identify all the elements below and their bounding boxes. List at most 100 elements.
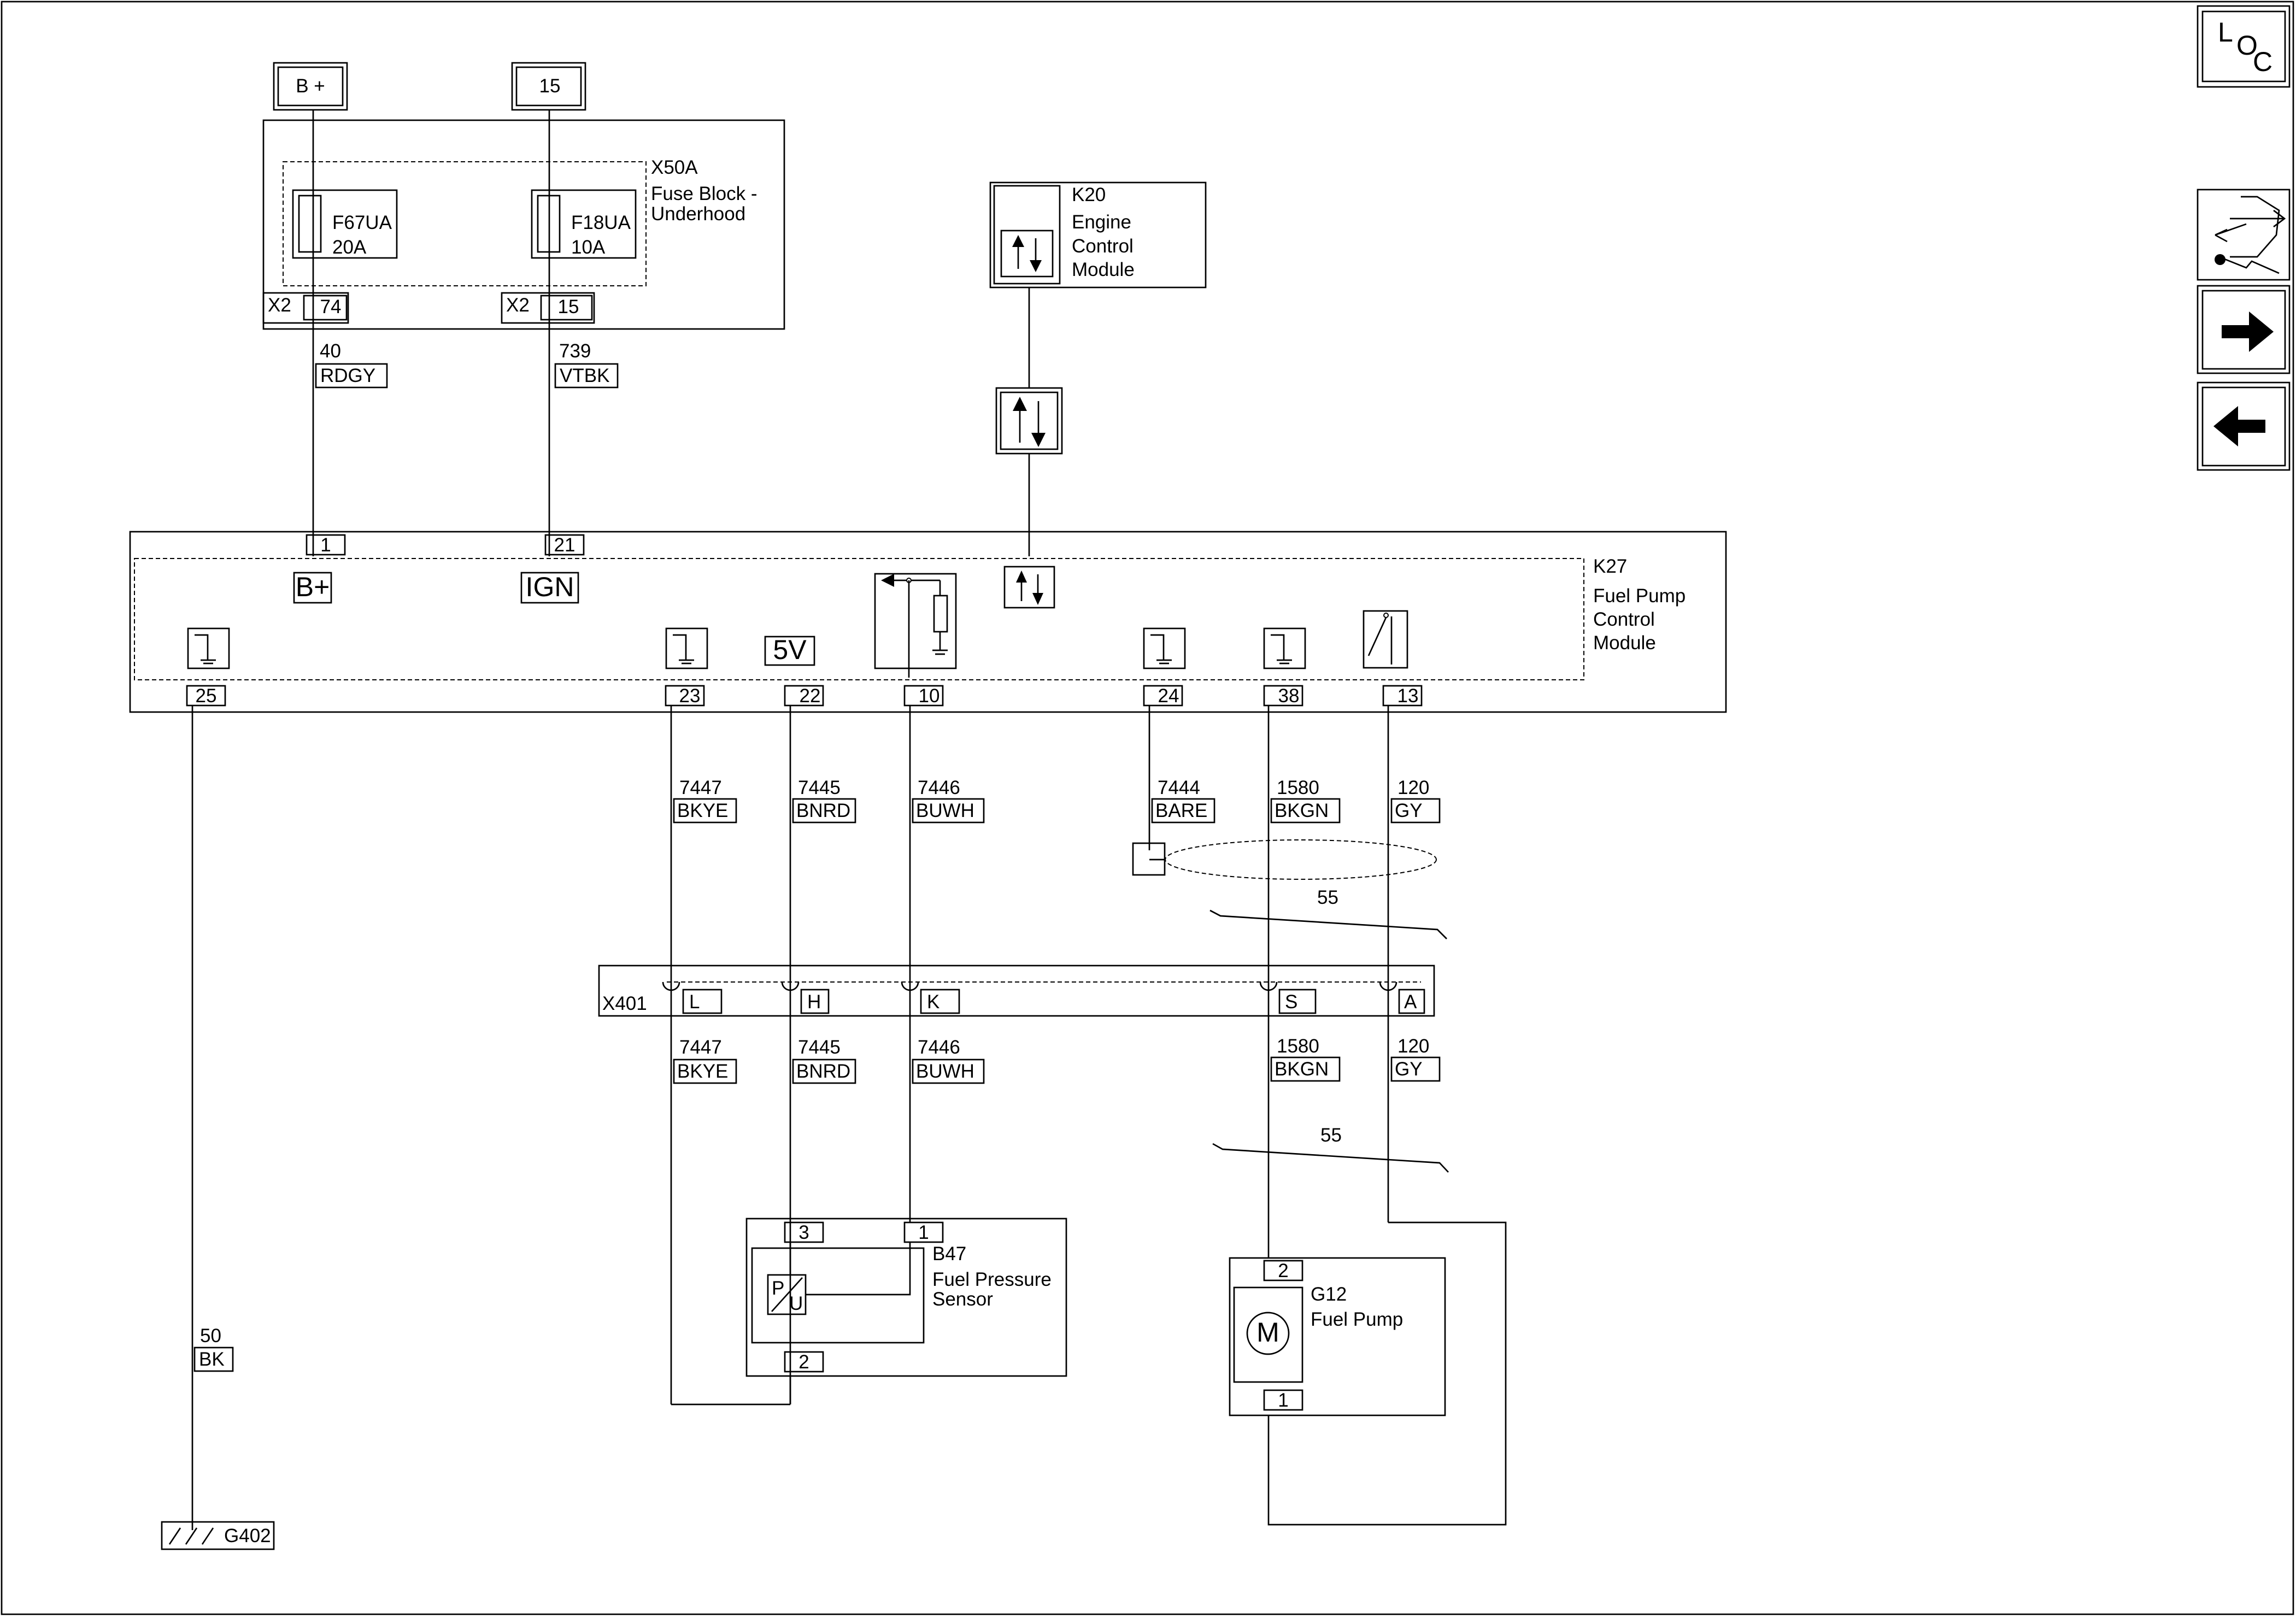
x401-pin-k: K	[927, 991, 939, 1013]
k20-line2: Control	[1072, 236, 1134, 257]
b47-pin-1: 1	[918, 1222, 929, 1243]
mid-color-bare: BARE	[1155, 800, 1207, 821]
x2-pin-74: 74	[320, 296, 342, 317]
low-circuit-1580: 1580	[1277, 1036, 1319, 1057]
connector-view-button[interactable]	[2197, 189, 2291, 281]
arrow-right-icon	[2222, 311, 2274, 352]
k27-ign-input: IGN	[526, 572, 574, 602]
g12-pin-2: 2	[1278, 1260, 1288, 1281]
x50a-name-line2: Underhood	[651, 203, 745, 225]
g12-pin-1: 1	[1278, 1390, 1288, 1411]
x401-pin-s: S	[1285, 991, 1297, 1013]
loc-letter-l: L	[2218, 17, 2233, 48]
k27-id: K27	[1593, 556, 1627, 577]
low-color-buwh: BUWH	[916, 1061, 974, 1082]
fuel-pressure-sensor-b47: 3 1 2 P U B47 Fuel Pressure Sensor	[745, 1218, 1067, 1377]
wire-40-circuit: 40	[320, 340, 341, 362]
k27-fuel-pump-switch	[1363, 610, 1408, 669]
b47-line2: Sensor	[932, 1289, 993, 1310]
k27-pin-25: 25	[196, 685, 217, 707]
b47-symbol-u: U	[789, 1293, 803, 1314]
b47-pin-2: 2	[798, 1351, 809, 1373]
wire-739-color: VTBK	[560, 365, 609, 386]
k27-pin-38: 38	[1278, 685, 1300, 707]
wire-40-rdgy: 40 RDGY	[312, 110, 388, 556]
mid-color-bkye: BKYE	[677, 800, 728, 821]
low-color-bkgn: BKGN	[1275, 1059, 1329, 1080]
wire-labels-low: 7447 BKYE 7445 BNRD 7446 BUWH 1580 BKGN …	[673, 1036, 1441, 1084]
twisted-pair-marker: 55	[1212, 1125, 1449, 1173]
b-plus-label: B +	[296, 75, 325, 97]
mid-color-gy: GY	[1395, 800, 1423, 821]
fuse-f67ua: F67UA 20A	[292, 189, 398, 259]
x401-pin-h: H	[807, 991, 821, 1013]
serial-data-line	[995, 287, 1063, 556]
previous-page-button[interactable]	[2197, 381, 2291, 471]
k27-line3: Module	[1593, 632, 1656, 654]
mid-circuit-1580: 1580	[1277, 777, 1319, 798]
wire-returns	[671, 1221, 1507, 1526]
g12-name: Fuel Pump	[1311, 1309, 1403, 1330]
low-circuit-7445: 7445	[798, 1037, 841, 1058]
g402-label: G402	[224, 1525, 271, 1547]
ground-wire-color: BK	[199, 1349, 225, 1370]
wire-40-color: RDGY	[320, 365, 375, 386]
shielded-cable: 55	[1132, 839, 1447, 939]
x401-pin-a: A	[1404, 991, 1417, 1013]
k27-pin-10: 10	[919, 685, 940, 707]
k27-pin-24: 24	[1158, 685, 1179, 707]
x401-id: X401	[602, 993, 647, 1014]
mid-circuit-7447: 7447	[679, 777, 722, 798]
fuse-f67ua-name: F67UA	[332, 212, 392, 233]
fuse-f18ua-rating: 10A	[571, 237, 606, 258]
fuse-f67ua-rating: 20A	[332, 237, 367, 258]
next-page-button[interactable]	[2197, 285, 2291, 374]
shield-ref-55: 55	[1317, 887, 1338, 908]
fuse-f18ua-name: F18UA	[571, 212, 631, 233]
power-source-15: 15	[511, 62, 586, 111]
mid-circuit-7445: 7445	[798, 777, 841, 798]
wire-739-vtbk: 739 VTBK	[548, 110, 619, 556]
b47-id: B47	[932, 1243, 966, 1265]
k27-serial-data-symbol	[1003, 566, 1055, 609]
x2-connector-label-1: X2	[268, 295, 291, 316]
k27-internal-ground-24	[1143, 627, 1186, 669]
b47-symbol-p: P	[772, 1278, 784, 1299]
low-circuit-7447: 7447	[679, 1037, 722, 1058]
wire-labels-mid: 7447 BKYE 7445 BNRD 7446 BUWH 7444 BARE …	[673, 777, 1441, 824]
mid-color-bnrd: BNRD	[796, 800, 850, 821]
connector-wrench-icon	[2215, 196, 2286, 274]
k20-id: K20	[1072, 184, 1106, 205]
ignition-15-label: 15	[539, 75, 561, 97]
k27-internal-ground-25	[187, 627, 230, 669]
mid-circuit-120: 120	[1397, 777, 1429, 798]
k27-bplus-input: B+	[296, 572, 330, 602]
g12-motor-symbol: M	[1256, 1317, 1279, 1348]
b47-pin-3: 3	[798, 1222, 809, 1243]
fuse-f18ua: F18UA 10A	[531, 189, 637, 259]
mid-circuit-7444: 7444	[1158, 777, 1200, 798]
x50a-id: X50A	[651, 157, 698, 178]
mid-circuit-7446: 7446	[918, 777, 960, 798]
k27-internal-ground-23	[665, 627, 708, 669]
x401-pin-l: L	[689, 991, 700, 1013]
wire-739-circuit: 739	[559, 340, 591, 362]
k27-line2: Control	[1593, 609, 1655, 630]
mid-color-buwh: BUWH	[916, 800, 974, 821]
loc-button[interactable]: L O C	[2197, 5, 2291, 88]
loc-letter-o: O	[2236, 30, 2258, 61]
loc-letter-c: C	[2253, 46, 2272, 77]
g12-id: G12	[1311, 1284, 1347, 1305]
x2-pin-15: 15	[558, 296, 579, 317]
k27-internal-ground-38	[1263, 627, 1306, 669]
fuel-pump-control-module-k27: K27 Fuel Pump Control Module 1 21 B+ IGN…	[129, 531, 1727, 713]
k27-pin-1: 1	[320, 534, 331, 556]
low-color-gy: GY	[1395, 1059, 1423, 1080]
k27-pin-13: 13	[1397, 685, 1419, 707]
k27-pin-21: 21	[554, 534, 576, 556]
arrow-left-icon	[2213, 406, 2265, 446]
k27-signal-input-circuit	[874, 573, 957, 678]
k20-line3: Module	[1072, 259, 1135, 280]
inline-connector-x401: X401 L H K S A	[598, 965, 1435, 1017]
